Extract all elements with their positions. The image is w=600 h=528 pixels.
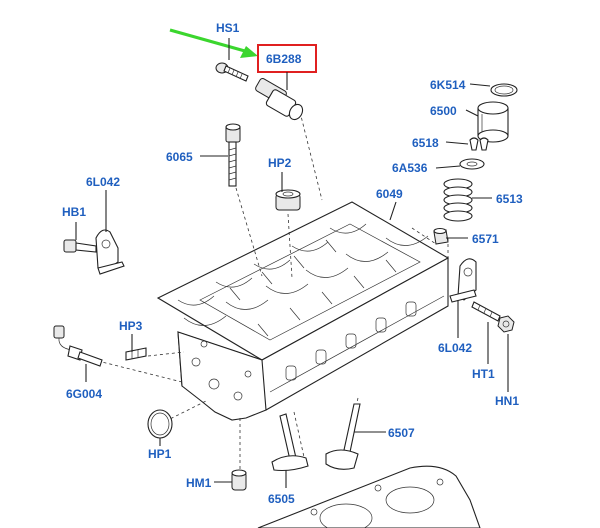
label-6571: 6571 <box>472 232 499 246</box>
label-6b288: 6B288 <box>266 52 302 66</box>
label-6a536: 6A536 <box>392 161 428 175</box>
dowel-pin-hp3 <box>125 347 147 361</box>
camshaft-position-sensor <box>255 78 304 121</box>
green-pointer-arrow <box>169 28 258 58</box>
valve-stem-seal-6571 <box>433 227 449 245</box>
label-6507: 6507 <box>388 426 415 440</box>
label-6065: 6065 <box>166 150 193 164</box>
label-6518: 6518 <box>412 136 439 150</box>
head-bolt <box>225 123 241 187</box>
label-6049: 6049 <box>376 187 403 201</box>
label-6513: 6513 <box>496 192 523 206</box>
label-hm1: HM1 <box>186 476 212 490</box>
label-hp2: HP2 <box>268 156 292 170</box>
label-hp1: HP1 <box>148 447 172 461</box>
label-ht1: HT1 <box>472 367 495 381</box>
plug-hp2 <box>275 189 301 211</box>
valve-6507 <box>325 403 361 470</box>
label-6505: 6505 <box>268 492 295 506</box>
head-gasket <box>257 465 481 528</box>
tappet-6500 <box>477 101 509 143</box>
pin-hm1 <box>231 469 247 491</box>
valve-spring-6513 <box>443 178 473 222</box>
cylinder-head-body <box>156 201 450 421</box>
label-6500: 6500 <box>430 104 457 118</box>
spring-retainer-6a536 <box>459 158 485 170</box>
bracket-left <box>95 229 125 275</box>
temperature-sensor <box>53 325 103 367</box>
label-6k514: 6K514 <box>430 78 466 92</box>
label-hs1: HS1 <box>216 21 240 35</box>
valve-collets-6518 <box>469 137 489 151</box>
bracket-bolt-hb1 <box>63 239 97 253</box>
seal-hp1 <box>147 409 173 439</box>
label-hp3: HP3 <box>119 319 143 333</box>
nut-hn1 <box>497 315 515 333</box>
sensor-bolt <box>215 62 249 82</box>
stud-ht1 <box>471 301 501 322</box>
leader-lines <box>75 38 509 488</box>
bracket-right <box>449 258 477 303</box>
valve-6505 <box>271 413 309 472</box>
label-hn1: HN1 <box>495 394 519 408</box>
tappet-cap-6k514 <box>490 83 518 97</box>
part-labels: HS1 6B288 6K514 6500 6518 6A536 6513 657… <box>62 21 523 506</box>
label-hb1: HB1 <box>62 205 86 219</box>
label-6l042-right: 6L042 <box>438 341 472 355</box>
label-6l042-left: 6L042 <box>86 175 120 189</box>
label-6g004: 6G004 <box>66 387 102 401</box>
